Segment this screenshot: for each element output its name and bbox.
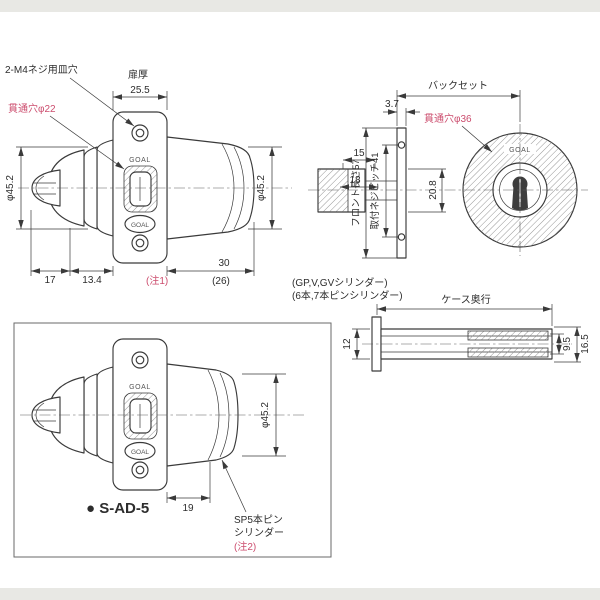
front-view: GOAL バックセット 3.7 貫通穴φ36 15 — [308, 80, 588, 259]
dim-case-depth: ケース奥行 — [376, 293, 553, 326]
faceplate-thickness-value: 3.7 — [385, 99, 399, 110]
through-hole-22-label: 貫通穴φ22 — [8, 102, 56, 115]
door-thickness-label: 扉厚 — [128, 68, 148, 81]
model-label: ● S-AD-5 — [86, 500, 149, 517]
dim-dia-thumbturn: φ45.2 — [5, 146, 88, 230]
dia-thumbturn-value: φ45.2 — [5, 175, 16, 201]
front-length-label: フロント長さ57 — [351, 159, 362, 227]
screw-pitch-label: 取付ネジピッチ41 — [370, 152, 381, 229]
dim-20-8: 20.8 — [408, 168, 446, 213]
brand-oval — [124, 441, 156, 461]
dim-19-value: 19 — [182, 503, 194, 514]
dim-front-length: フロント長さ57 — [351, 127, 397, 259]
dim-protrusion-30: 30 (26) (注1) — [146, 222, 255, 287]
dim-door-thickness: 25.5 扉厚 — [112, 68, 168, 110]
dim-18-value: 18 — [349, 175, 361, 186]
brand-oval — [124, 214, 156, 234]
dim-15: 15 — [342, 148, 376, 169]
dim-case-9-5: 9.5 — [550, 333, 573, 355]
fork-prong-top — [467, 330, 549, 341]
page-edge-bottom — [0, 588, 600, 600]
label-through-hole-36: 貫通穴φ36 — [424, 112, 493, 153]
page-edge-top — [0, 0, 600, 12]
screw-hole-center — [135, 238, 145, 248]
dia-cylinder-value: φ45.2 — [256, 175, 267, 201]
sp5-label-line1: SP5本ピン — [234, 513, 283, 526]
dim-backset: バックセット — [396, 80, 521, 126]
brand-oval-text: GOAL — [131, 222, 149, 229]
dim-15-value: 15 — [353, 148, 365, 159]
screw-hole-center — [135, 128, 145, 138]
label-screw-hole: 2-M4ネジ用皿穴 — [5, 63, 135, 127]
dia-cylinder-value: φ45.2 — [260, 402, 271, 428]
case-depth-label: ケース奥行 — [441, 293, 491, 306]
faceplate-screw — [397, 233, 406, 241]
note2-label: (注2) — [234, 540, 256, 553]
box-border — [13, 322, 332, 558]
side-view: GOAL GOAL 25.5 扉厚 2-M4ネジ用皿穴 貫通穴φ22 φ45.2 — [5, 63, 403, 302]
faceplate-screw — [397, 141, 406, 149]
fork-prong-bottom — [467, 347, 549, 358]
sad5-box: GOAL GOAL φ45.2 19 SP5本ピン シリンダー (注2) ● S… — [13, 322, 332, 558]
case-depth-view: ケース奥行 12 9.5 16.5 — [342, 293, 591, 372]
dim-13-4-value: 13.4 — [82, 275, 102, 286]
dim-30-value: 30 — [218, 258, 230, 269]
label-through-hole-22: 貫通穴φ22 — [8, 102, 125, 170]
brand-text: GOAL — [129, 384, 151, 391]
brand-oval-text: GOAL — [131, 449, 149, 456]
label-sp5-cylinder: SP5本ピン シリンダー (注2) — [221, 459, 284, 553]
dim-12-value: 12 — [342, 338, 353, 350]
dim-16-5-value: 16.5 — [580, 334, 591, 354]
screw-hole-center — [135, 465, 145, 475]
mount-hole-hatch-ring — [463, 133, 577, 247]
dim-17-value: 17 — [44, 275, 56, 286]
dim-faceplate-thickness: 3.7 — [383, 99, 420, 126]
dim-20-8-value: 20.8 — [428, 180, 439, 200]
dim-bottom-left: 17 13.4 — [30, 210, 114, 286]
dim-dia-cylinder-sad5: φ45.2 — [242, 373, 286, 457]
dim-26-value: (26) — [212, 276, 230, 287]
cyl-note-line1: (GP,V,GVシリンダー) — [292, 276, 388, 289]
backset-label: バックセット — [428, 80, 488, 92]
faceplate — [396, 127, 407, 259]
dim-18: 18 — [340, 175, 378, 190]
dim-screw-pitch: 取付ネジピッチ41 — [370, 144, 399, 238]
cylinder-face-arc — [233, 146, 245, 230]
cyl-note-line2: (6本,7本ピンシリンダー) — [292, 289, 403, 302]
dim-case-12: 12 — [342, 328, 370, 360]
screw-hole-center — [135, 355, 145, 365]
knob-arc — [35, 175, 45, 201]
door-thickness-value: 25.5 — [130, 85, 150, 96]
note1-label: (注1) — [146, 274, 168, 287]
brand-text: GOAL — [129, 157, 151, 164]
dim-case-16-5: 16.5 — [554, 326, 591, 363]
escutcheon-inner — [129, 171, 152, 207]
cylinder-type-note: (GP,V,GVシリンダー) (6本,7本ピンシリンダー) — [292, 276, 403, 302]
latch-bolt-hatch — [317, 168, 349, 213]
through-hole-36-label: 貫通穴φ36 — [424, 112, 472, 125]
escutcheon-inner — [129, 398, 152, 434]
dim-protrusion-19: 19 — [166, 462, 211, 514]
screw-hole-label: 2-M4ネジ用皿穴 — [5, 63, 78, 76]
dim-9-5-value: 9.5 — [562, 337, 573, 351]
sp5-label-line2: シリンダー — [234, 526, 284, 539]
